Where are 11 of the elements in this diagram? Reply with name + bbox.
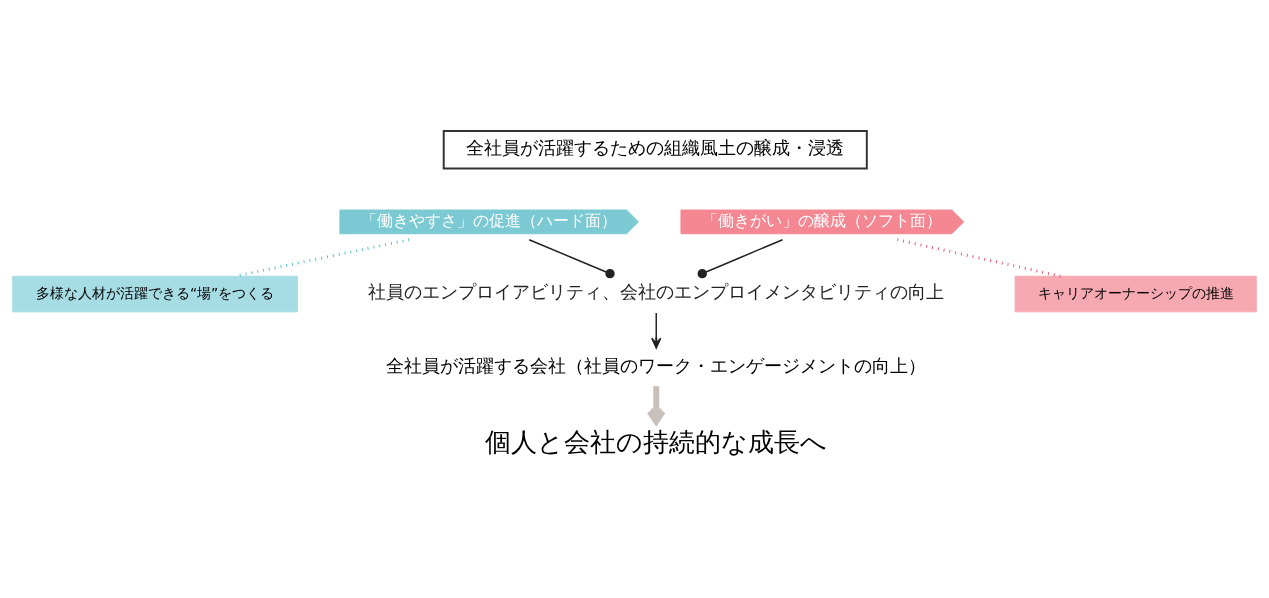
connector xyxy=(697,238,784,278)
node-text: 全社員が活躍する会社（社員のワーク・エンゲージメントの向上） xyxy=(386,354,927,376)
node-text: 社員のエンプロイアビリティ、会社のエンプロイメンタビリティの向上 xyxy=(368,280,945,302)
node-box: 多様な人材が活躍できる“場”をつくる xyxy=(12,275,298,312)
node-box: 全社員が活躍するための組織風土の醸成・浸透 xyxy=(442,129,868,169)
arrow xyxy=(651,311,662,349)
connector xyxy=(528,238,615,278)
arrow xyxy=(646,385,666,425)
node-box: キャリアオーナーシップの推進 xyxy=(1014,275,1257,312)
node-text: 個人と会社の持続的な成長へ xyxy=(485,426,828,457)
connector xyxy=(897,237,1061,278)
